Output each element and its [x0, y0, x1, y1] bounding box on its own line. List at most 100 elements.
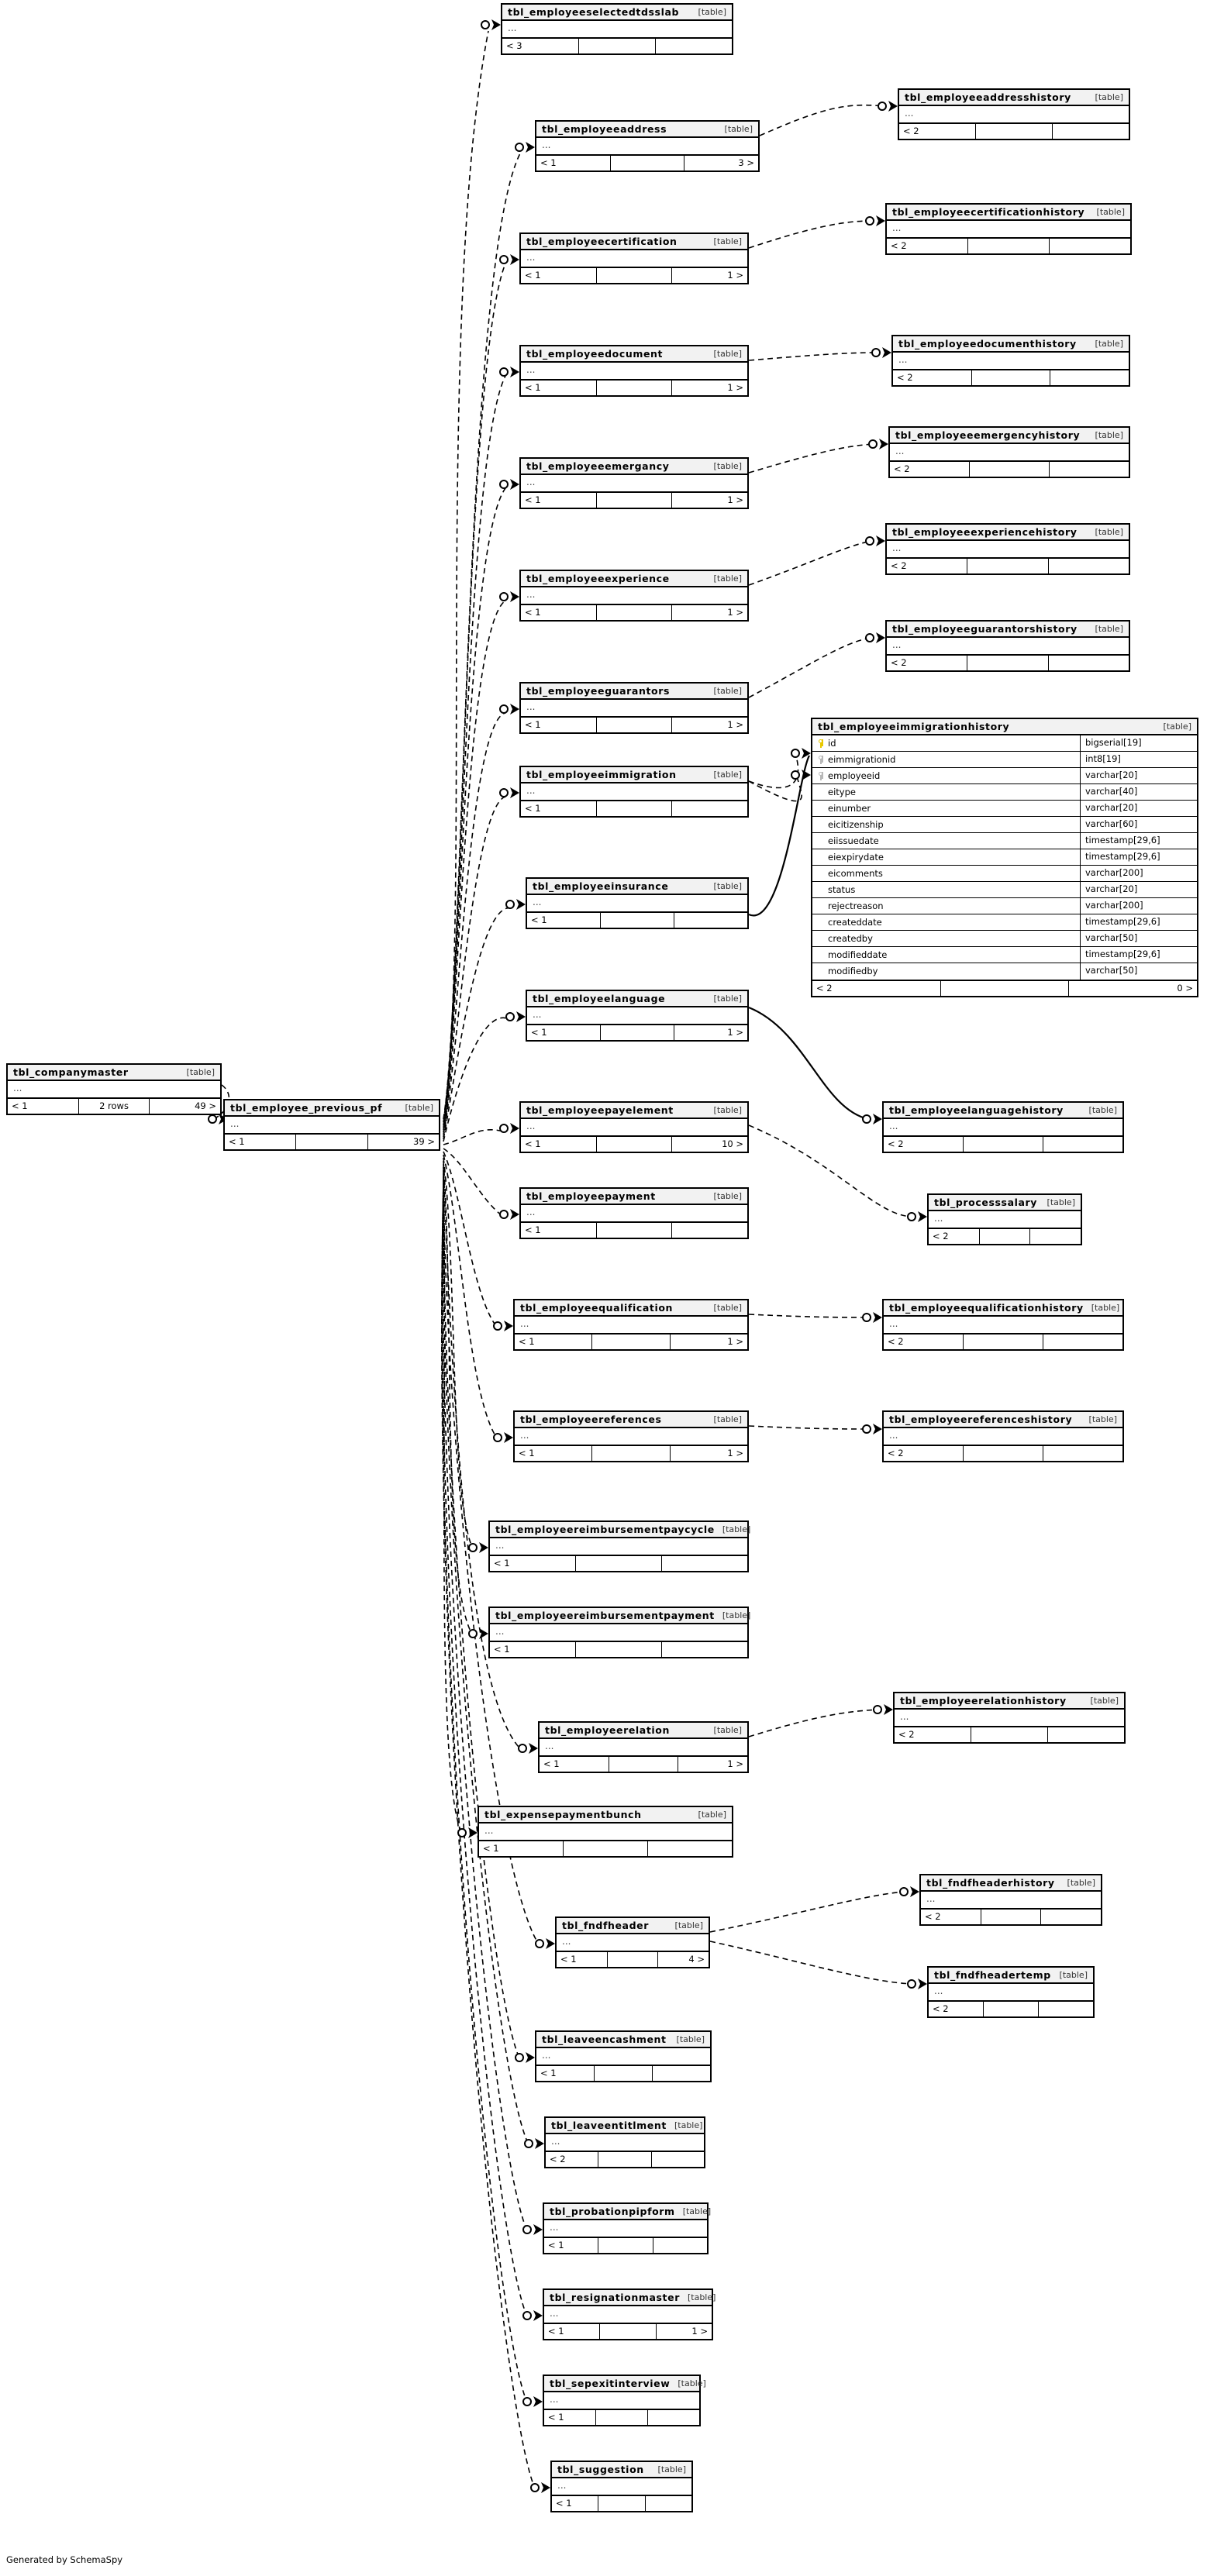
table-name: tbl_employee_previous_pf	[230, 1102, 383, 1114]
table-box[interactable]: tbl_employeeguarantorshistory[table]...<…	[885, 620, 1130, 672]
column-type: varchar[20]	[1085, 802, 1138, 813]
parents-count: < 1	[527, 1025, 601, 1040]
table-box[interactable]: tbl_employeequalificationhistory[table].…	[882, 1299, 1124, 1351]
table-type-tag: [table]	[1091, 1303, 1120, 1313]
table-box[interactable]: tbl_employeeinsurance[table]... < 1	[526, 877, 749, 929]
table-footer: < 2	[929, 1228, 1081, 1244]
columns-ellipsis: ...	[526, 364, 536, 375]
table-box[interactable]: tbl_fndfheadertemp[table]...< 2	[927, 1966, 1095, 2018]
row-count	[967, 656, 1049, 670]
table-name: tbl_employeepayelement	[526, 1104, 674, 1116]
table-box[interactable]: tbl_employeereferenceshistory[table]...<…	[882, 1410, 1124, 1462]
parents-count: < 1	[557, 1952, 608, 1967]
table-box[interactable]: tbl_employeeimmigration[table]...< 1	[519, 766, 749, 818]
table-header: tbl_employeeemergancy[table]	[521, 459, 747, 475]
parents-count: < 2	[884, 1334, 964, 1349]
parents-count: < 1	[521, 493, 597, 508]
table-name: tbl_employeeexperiencehistory	[892, 526, 1078, 538]
table-box[interactable]: tbl_sepexitinterview[table]...< 1	[543, 2375, 706, 2426]
table-type-tag: [table]	[682, 2206, 712, 2216]
table-type-tag: [table]	[1059, 1970, 1088, 1980]
table-box[interactable]: tbl_employeeexperiencehistory[table]...<…	[885, 523, 1130, 575]
table-box[interactable]: tbl_employeerelationhistory[table]...< 2	[893, 1692, 1126, 1744]
columns-ellipsis: ...	[533, 1009, 542, 1020]
children-count: 1 >	[727, 1758, 744, 1769]
table-box[interactable]: tbl_employeecertificationhistory[table].…	[885, 203, 1132, 255]
parents-count: < 1	[521, 1223, 597, 1238]
parents-count: < 1	[527, 913, 601, 928]
table-box[interactable]: tbl_suggestion[table]...< 1	[550, 2461, 693, 2512]
table-box[interactable]: tbl_employeeemergencyhistory[table]...< …	[888, 426, 1130, 478]
table-box[interactable]: tbl_leaveencashment[table]...< 1	[535, 2030, 712, 2082]
column-type: bigserial[19]	[1085, 737, 1142, 748]
children-count	[653, 2238, 707, 2253]
columns-ellipsis: ...	[892, 542, 902, 553]
table-box[interactable]: tbl_employeelanguagehistory[table]...< 2	[882, 1101, 1124, 1153]
table-box[interactable]: tbl_leaveentitlment[table]...< 2	[544, 2116, 705, 2168]
parents-count: < 1	[490, 1556, 576, 1571]
columns-ellipsis: ...	[533, 897, 542, 907]
row-count: 2 rows	[79, 1099, 150, 1114]
children-count	[648, 2410, 699, 2425]
table-header: tbl_employeedocumenthistory[table]	[893, 336, 1129, 353]
table-type-tag: [table]	[713, 461, 742, 471]
table-box[interactable]: tbl_employeereimbursementpaycycle[table]…	[488, 1520, 750, 1572]
column-type: varchar[40]	[1085, 786, 1138, 797]
table-header: tbl_employeeinsurance[table]	[527, 879, 747, 895]
table-header: tbl_employeepayelement[table]	[521, 1103, 747, 1119]
table-name: tbl_employeereferenceshistory	[889, 1414, 1073, 1425]
foreign-key-icon	[817, 755, 824, 764]
table-name: tbl_employeerelation	[545, 1724, 670, 1736]
table-footer: < 3	[502, 37, 732, 53]
table-name: tbl_expensepaymentbunch	[484, 1809, 642, 1820]
table-header: tbl_fndfheaderhistory[table]	[921, 1875, 1101, 1892]
parents-count: < 1	[552, 2496, 599, 2511]
row-count	[984, 2002, 1039, 2016]
table-box[interactable]: tbl_employeepayment[table]...< 1	[519, 1187, 749, 1239]
columns-ellipsis: ...	[520, 1318, 529, 1329]
row-count	[597, 605, 673, 620]
table-header: tbl_employee_previous_pf[table]	[225, 1100, 439, 1117]
table-box[interactable]: tbl_employeereimbursementpayment[table].…	[488, 1607, 750, 1658]
children-count	[1043, 1446, 1122, 1461]
children-count: 1 >	[691, 2326, 708, 2337]
table-footer: < 1	[536, 2065, 710, 2081]
table-type-tag: [table]	[713, 1303, 742, 1313]
table-header: tbl_employeeguarantors[table]	[521, 684, 747, 700]
table-box[interactable]: tbl_employeeaddresshistory[table]...< 2	[898, 88, 1130, 140]
table-box-expanded[interactable]: tbl_employeeimmigrationhistory [table] i…	[811, 718, 1198, 997]
table-box[interactable]: tbl_fndfheaderhistory[table]...< 2	[919, 1874, 1102, 1926]
row-count	[980, 1229, 1031, 1244]
table-name: tbl_employeeemergencyhistory	[895, 429, 1081, 441]
table-box[interactable]: tbl_probationpipform[table]...< 1	[543, 2202, 712, 2254]
table-box[interactable]: tbl_employeeselectedtdsslab[table]...< 3	[501, 3, 733, 55]
column-name-cell: eicomments	[812, 866, 1081, 881]
parents-count: < 2	[895, 1727, 971, 1742]
table-name: tbl_companymaster	[13, 1066, 129, 1078]
table-type-tag: [table]	[713, 1191, 742, 1201]
row-count	[592, 1334, 671, 1349]
children-count	[656, 39, 732, 53]
table-box[interactable]: tbl_expensepaymentbunch[table]...< 1	[478, 1806, 733, 1858]
table-box[interactable]: tbl_processsalary[table]...< 2	[927, 1193, 1082, 1245]
column-type: varchar[200]	[1085, 900, 1143, 911]
table-box[interactable]: tbl_employeedocumenthistory[table]...< 2	[891, 335, 1130, 387]
children-count	[652, 2152, 704, 2167]
table-type-tag: [table]	[1095, 624, 1123, 634]
